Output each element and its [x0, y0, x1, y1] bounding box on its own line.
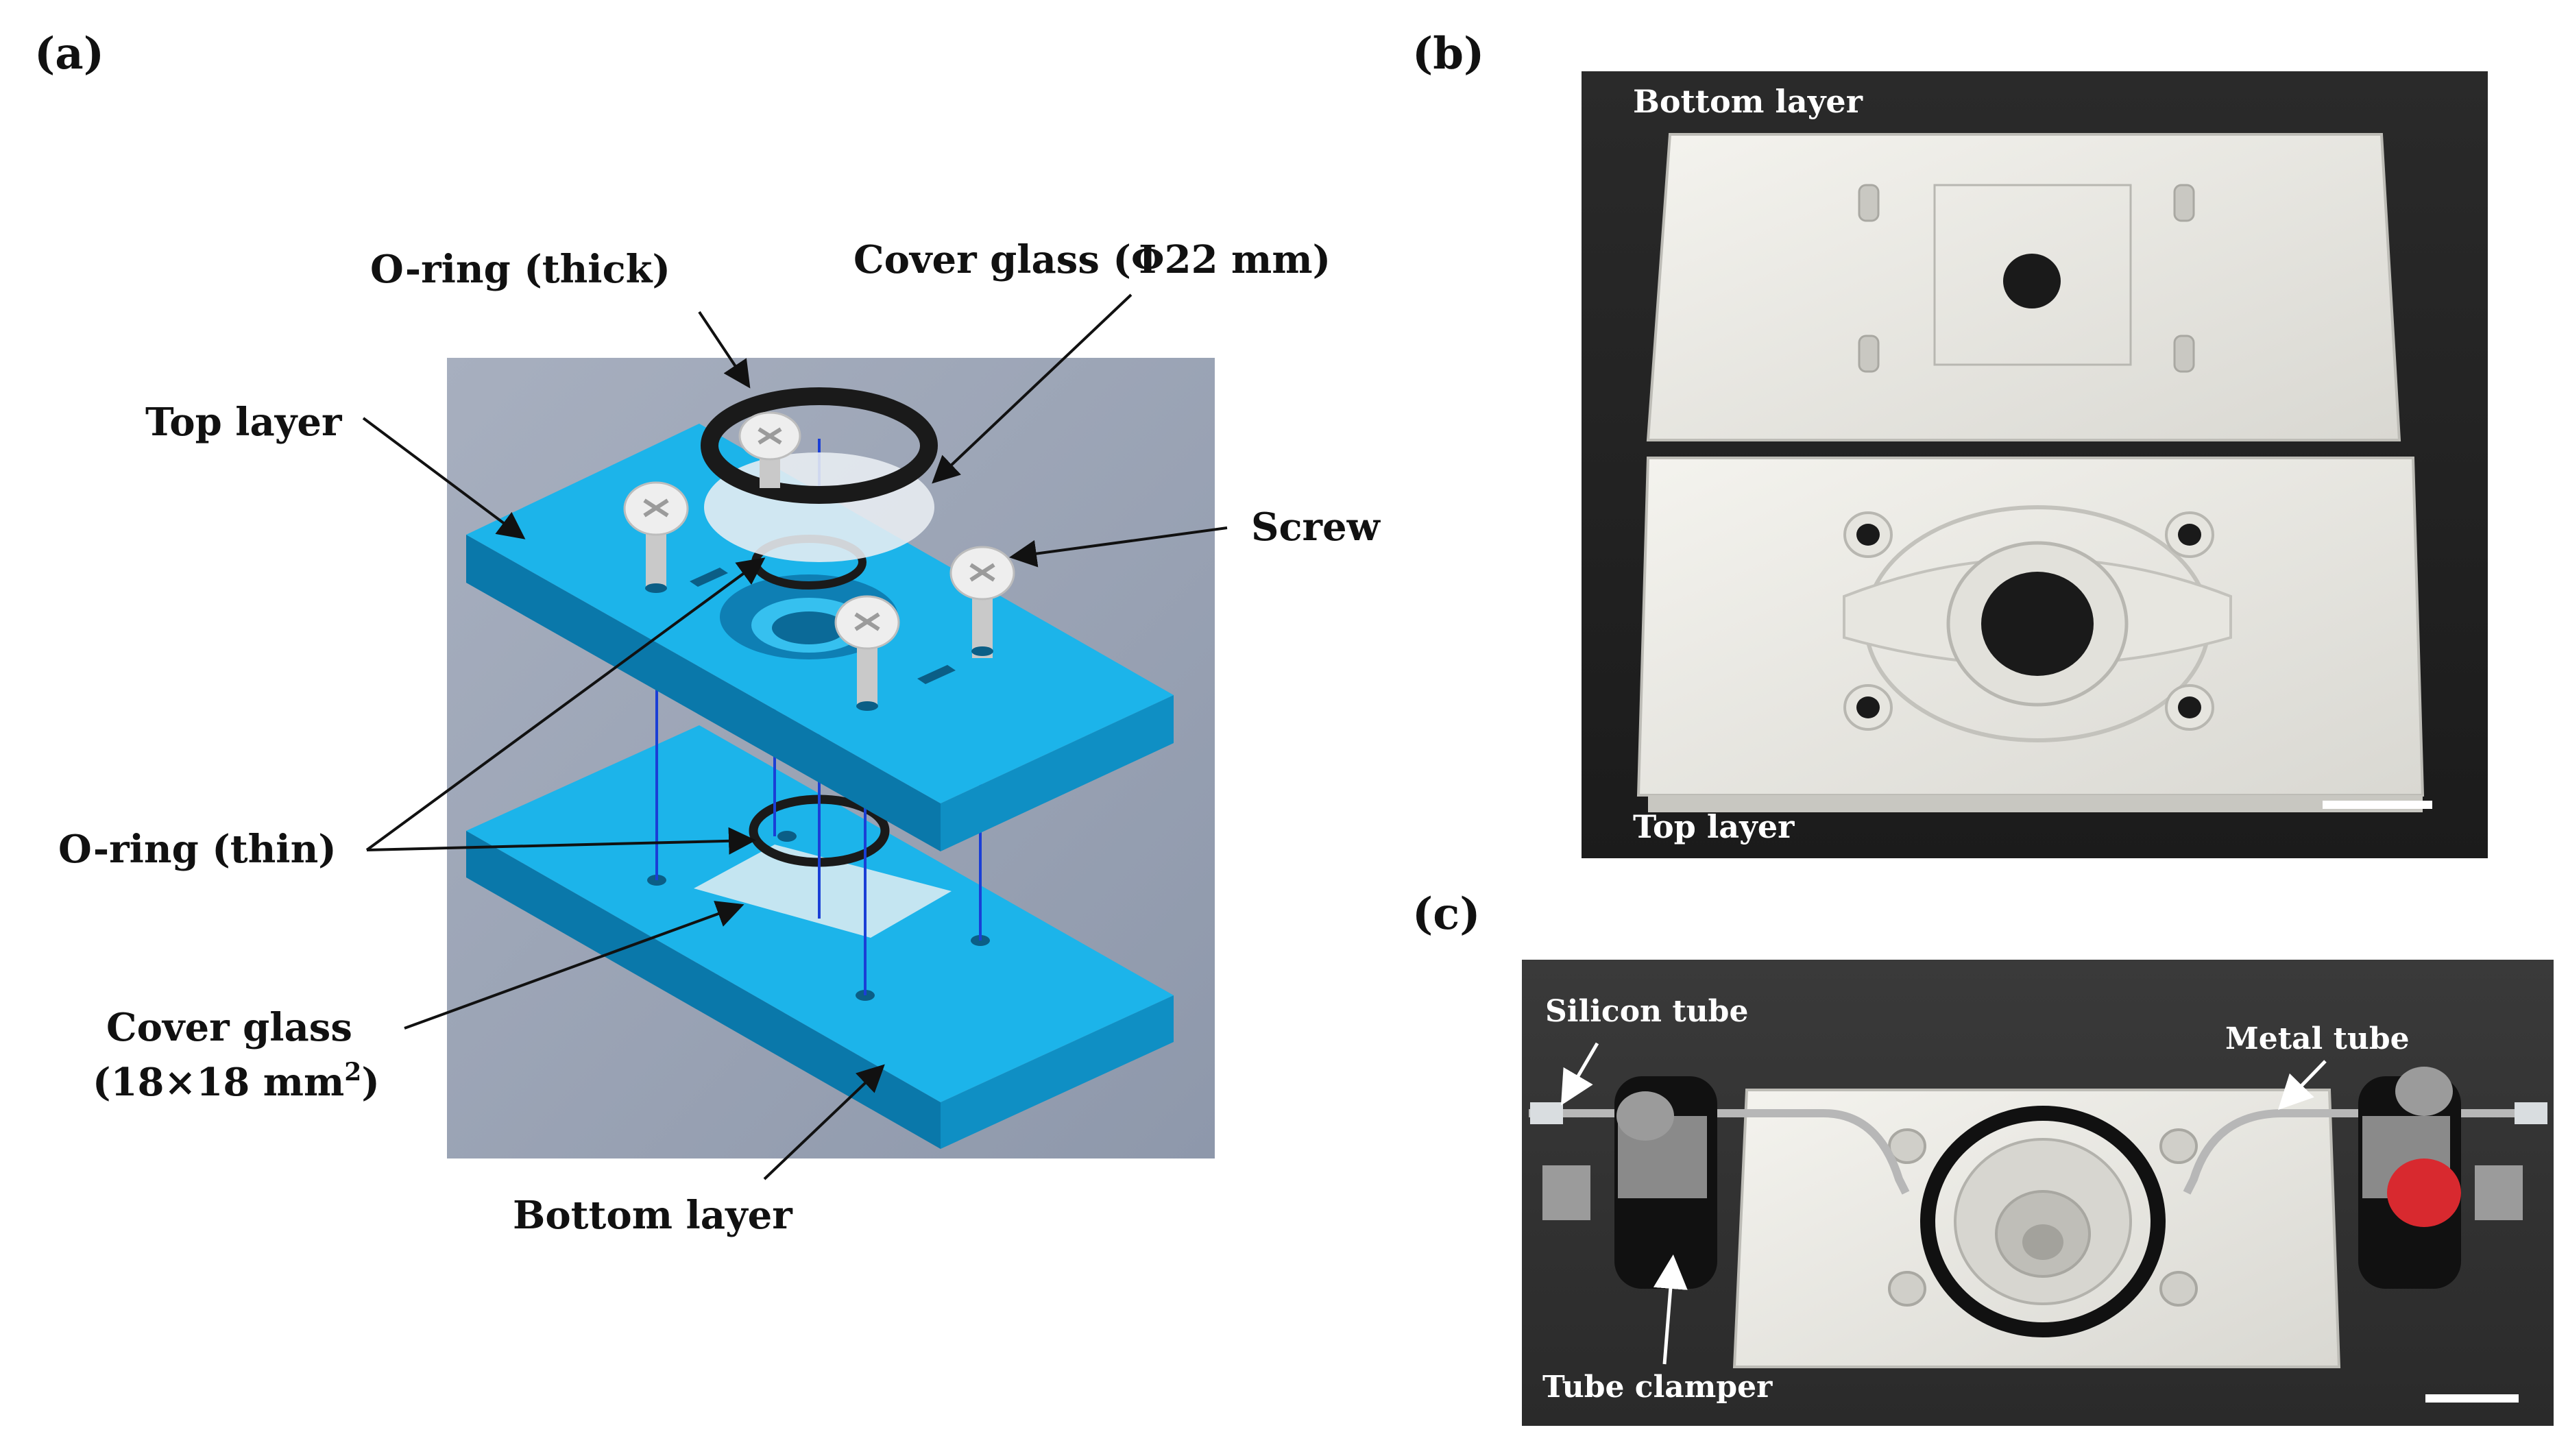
- photo-c-label-tube-clamper: Tube clamper: [1542, 1370, 1773, 1405]
- photo-c-tube-clamper-right: [2358, 1067, 2523, 1289]
- photo-c-pointer-silicon: [1560, 1042, 1599, 1106]
- photo-b: Bottom layer Top layer: [1582, 71, 2488, 858]
- label-o-ring-thick: O-ring (thick): [370, 247, 670, 292]
- photo-b-label-bottom-layer: Bottom layer: [1633, 83, 1863, 120]
- panel-label-c: (c): [1412, 888, 1481, 940]
- photo-c-tube-clamper-left: [1542, 1076, 1717, 1289]
- cover-glass-18-superscript: 2: [344, 1058, 361, 1087]
- photo-c-metal-tube-left: [1529, 1109, 1910, 1195]
- exploded-diagram: O-ring (thick) Cover glass (Φ22 mm) Top …: [58, 237, 1381, 1238]
- label-cover-glass-18-line1: Cover glass: [106, 1005, 352, 1050]
- screw-3: [949, 546, 1015, 658]
- photo-b-bottom-layer-plate: [1646, 133, 2401, 441]
- photo-c-pointer-metal: [2278, 1060, 2327, 1111]
- photo-c: Silicon tube Metal tube Tube clamper: [1522, 960, 2554, 1426]
- cover-glass-18-prefix: (18×18 mm: [93, 1060, 344, 1105]
- screw-4: [834, 595, 900, 711]
- photo-c-pointer-clamper: [1653, 1254, 1688, 1365]
- photo-c-label-metal-tube: Metal tube: [2225, 1021, 2410, 1056]
- thick-o-ring: [701, 387, 938, 504]
- photo-c-metal-tube-right: [2183, 1109, 2547, 1195]
- photo-c-label-silicon-tube: Silicon tube: [1545, 994, 1748, 1029]
- label-bottom-layer: Bottom layer: [513, 1193, 793, 1238]
- panel-label-a: (a): [34, 28, 104, 80]
- label-cover-glass-18-line2: (18×18 mm2): [93, 1058, 380, 1105]
- photo-b-top-layer-plate: [1636, 457, 2425, 812]
- label-o-ring-thin: O-ring (thin): [58, 827, 337, 872]
- label-top-layer: Top layer: [145, 400, 343, 445]
- panel-label-b: (b): [1412, 28, 1484, 80]
- photo-c-scale-bar: [2425, 1394, 2519, 1403]
- callout-arrows: [362, 293, 1228, 1180]
- round-cover-glass: [704, 452, 934, 562]
- square-cover-glass: [694, 845, 952, 938]
- cover-glass-18-suffix: ): [361, 1060, 380, 1105]
- label-cover-glass-22: Cover glass (Φ22 mm): [853, 237, 1331, 282]
- photo-b-label-top-layer: Top layer: [1633, 808, 1795, 845]
- label-screw: Screw: [1251, 505, 1381, 550]
- screw-2: [738, 411, 801, 488]
- photo-c-silicon-tube-right: [2515, 1102, 2547, 1124]
- photo-c-silicon-tube-left: [1530, 1102, 1563, 1124]
- photo-c-chamber-block: [1732, 1089, 2341, 1368]
- screw-1: [623, 481, 689, 593]
- photo-b-scale-bar: [2323, 801, 2432, 809]
